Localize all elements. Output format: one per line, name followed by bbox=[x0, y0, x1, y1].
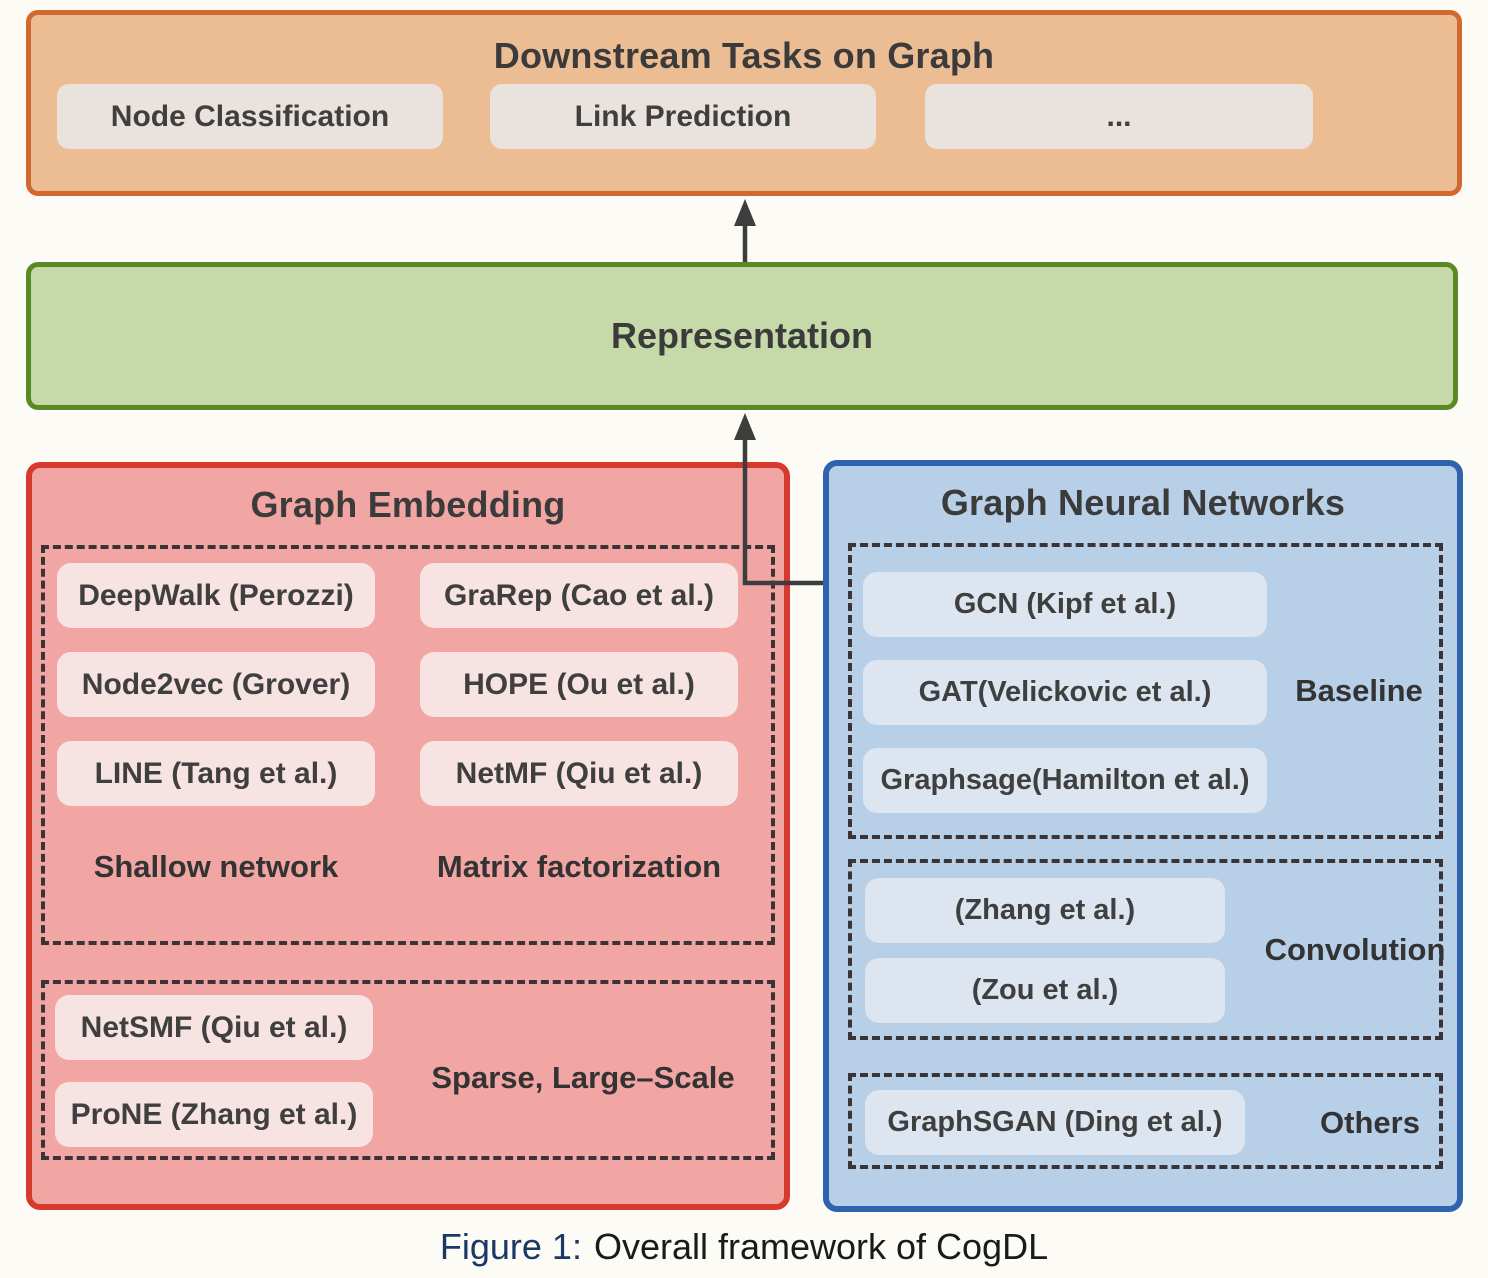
representation-box: Representation bbox=[26, 262, 1458, 410]
label-sparse-large-scale: Sparse, Large–Scale bbox=[431, 1060, 735, 1095]
method-graphsage: Graphsage(Hamilton et al.) bbox=[863, 748, 1267, 813]
method-node2vec: Node2vec (Grover) bbox=[57, 652, 375, 717]
graph-embedding-box: Graph Embedding DeepWalk (Perozzi) GraRe… bbox=[26, 462, 790, 1210]
label-shallow-network: Shallow network bbox=[93, 849, 339, 884]
method-zhang: (Zhang et al.) bbox=[865, 878, 1225, 943]
gnn-title: Graph Neural Networks bbox=[940, 482, 1346, 523]
method-grarep: GraRep (Cao et al.) bbox=[420, 563, 738, 628]
figure-caption: Figure 1: Overall framework of CogDL bbox=[0, 1226, 1488, 1268]
label-baseline: Baseline bbox=[1295, 673, 1423, 708]
gnn-box: Graph Neural Networks GCN (Kipf et al.) … bbox=[823, 460, 1463, 1212]
baseline-group: GCN (Kipf et al.) GAT(Velickovic et al.)… bbox=[848, 543, 1443, 839]
method-deepwalk: DeepWalk (Perozzi) bbox=[57, 563, 375, 628]
method-line: LINE (Tang et al.) bbox=[57, 741, 375, 806]
task-ellipsis: ... bbox=[925, 84, 1313, 149]
method-gat: GAT(Velickovic et al.) bbox=[863, 660, 1267, 725]
representation-title: Representation bbox=[610, 315, 874, 356]
label-convolution: Convolution bbox=[1264, 932, 1446, 967]
convolution-group: (Zhang et al.) (Zou et al.) Convolution bbox=[848, 859, 1446, 1040]
label-others: Others bbox=[1320, 1105, 1420, 1140]
method-netmf: NetMF (Qiu et al.) bbox=[420, 741, 738, 806]
others-group: GraphSGAN (Ding et al.) Others bbox=[848, 1073, 1443, 1169]
sparse-group: NetSMF (Qiu et al.) ProNE (Zhang et al.)… bbox=[41, 980, 775, 1160]
downstream-tasks-box: Downstream Tasks on Graph Node Classific… bbox=[26, 10, 1462, 196]
method-prone: ProNE (Zhang et al.) bbox=[55, 1082, 373, 1147]
method-graphsgan: GraphSGAN (Ding et al.) bbox=[865, 1090, 1245, 1155]
task-node-classification: Node Classification bbox=[57, 84, 443, 149]
graph-embedding-title: Graph Embedding bbox=[250, 484, 566, 525]
task-link-prediction: Link Prediction bbox=[490, 84, 876, 149]
caption-text: Overall framework of CogDL bbox=[593, 1226, 1049, 1267]
method-hope: HOPE (Ou et al.) bbox=[420, 652, 738, 717]
shallow-matrix-group: DeepWalk (Perozzi) GraRep (Cao et al.) N… bbox=[41, 545, 775, 945]
method-zou: (Zou et al.) bbox=[865, 958, 1225, 1023]
arrow-representation-to-downstream-icon bbox=[734, 199, 756, 262]
figure-number: Figure 1: bbox=[439, 1226, 582, 1267]
label-matrix-factorization: Matrix factorization bbox=[436, 849, 722, 884]
method-gcn: GCN (Kipf et al.) bbox=[863, 572, 1267, 637]
downstream-title: Downstream Tasks on Graph bbox=[493, 35, 995, 76]
method-netsmf: NetSMF (Qiu et al.) bbox=[55, 995, 373, 1060]
